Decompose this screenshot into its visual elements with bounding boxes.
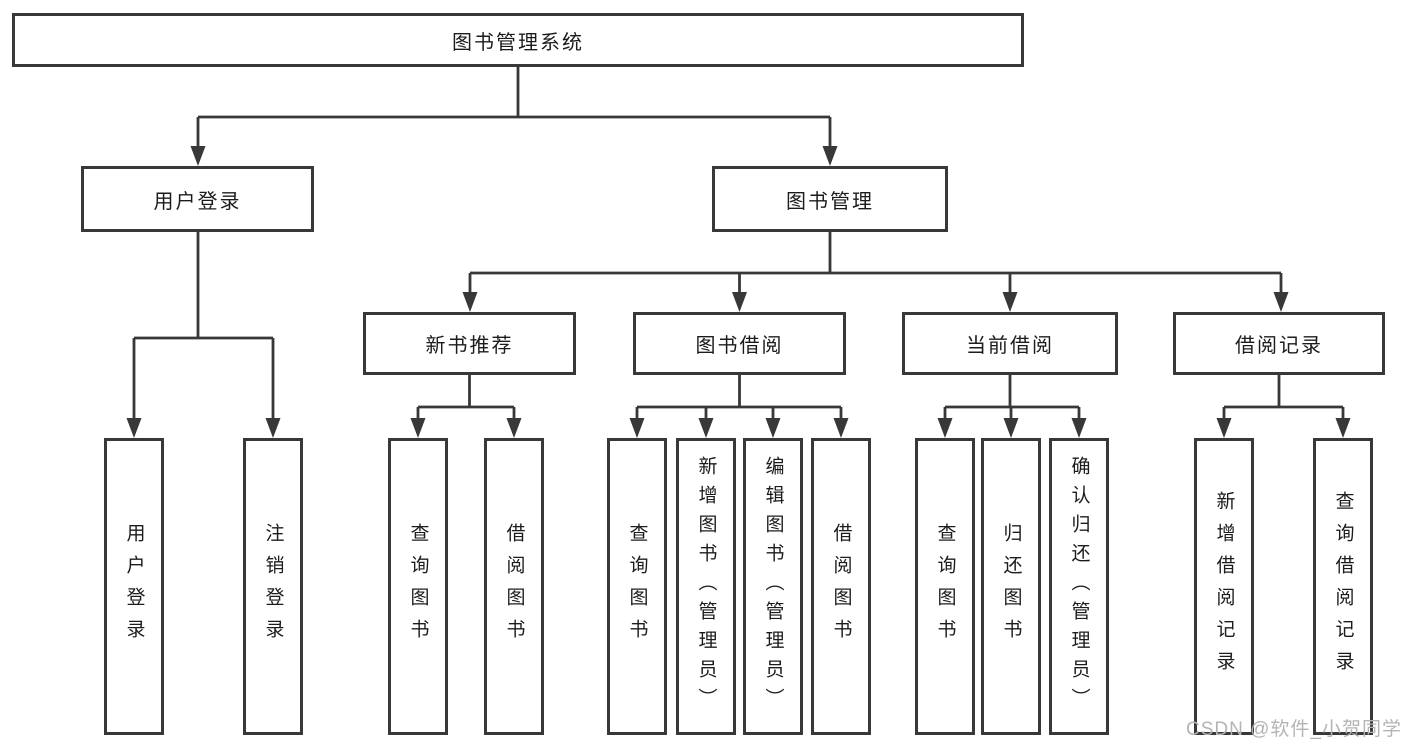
leaf-return-books: 归还图书 [981, 438, 1041, 735]
arrowhead [765, 418, 781, 438]
arrowhead [629, 418, 645, 438]
csdn-watermark: CSDN @软件_小贺同学 [1186, 719, 1402, 740]
node-root: 图书管理系统 [12, 13, 1024, 67]
connector-new-book-recommend-children [410, 375, 522, 438]
arrowhead [1273, 292, 1289, 312]
connector-book-management-children [462, 232, 1289, 312]
leaf-logout: 注销登录 [243, 438, 303, 735]
node-book-management: 图书管理 [712, 166, 948, 232]
leaf-query-borrow-record: 查询借阅记录 [1313, 438, 1373, 735]
arrowhead [1335, 418, 1351, 438]
node-book-borrow: 图书借阅 [633, 312, 846, 375]
connector-current-borrow-children [937, 375, 1087, 438]
connector-user-login-children [126, 232, 281, 438]
connector-root-to-level2 [190, 67, 838, 166]
connector-book-borrow-children [629, 375, 849, 438]
leaf-add-borrow-record: 新增借阅记录 [1194, 438, 1254, 735]
node-borrow-records: 借阅记录 [1173, 312, 1385, 375]
node-new-book-recommend: 新书推荐 [363, 312, 576, 375]
arrowhead [937, 418, 953, 438]
arrowhead [833, 418, 849, 438]
leaf-confirm-return-admin: 确认归还（管理员） [1049, 438, 1109, 735]
arrowhead [1003, 418, 1019, 438]
leaf-query-books-borrow: 查询图书 [607, 438, 667, 735]
arrowhead [1216, 418, 1232, 438]
connector-borrow-records-children [1216, 375, 1351, 438]
arrowhead [126, 418, 142, 438]
leaf-edit-book-admin: 编辑图书（管理员） [743, 438, 803, 735]
node-user-login: 用户登录 [81, 166, 314, 232]
leaf-borrow-books-recommend: 借阅图书 [484, 438, 544, 735]
arrowhead [265, 418, 281, 438]
leaf-query-books-current: 查询图书 [915, 438, 975, 735]
arrowhead [698, 418, 714, 438]
arrowhead [1071, 418, 1087, 438]
leaf-borrow-books: 借阅图书 [811, 438, 871, 735]
leaf-add-book-admin: 新增图书（管理员） [676, 438, 736, 735]
node-current-borrow: 当前借阅 [902, 312, 1118, 375]
arrowhead [462, 292, 478, 312]
arrowhead [1002, 292, 1018, 312]
arrowhead [190, 146, 206, 166]
arrowhead [410, 418, 426, 438]
arrowhead [506, 418, 522, 438]
leaf-query-books-recommend: 查询图书 [388, 438, 448, 735]
leaf-user-login: 用户登录 [104, 438, 164, 735]
arrowhead [822, 146, 838, 166]
arrowhead [732, 292, 747, 312]
